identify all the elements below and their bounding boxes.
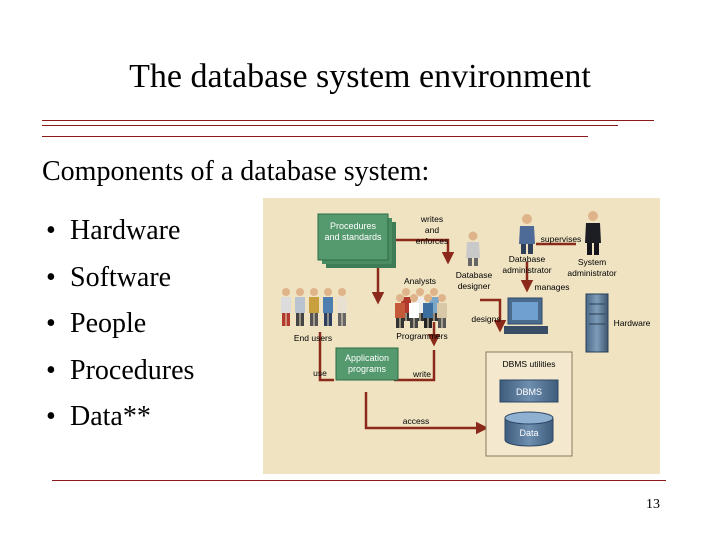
- bullet-text: People: [70, 308, 147, 339]
- bullet-text: Data**: [70, 401, 151, 432]
- analysts-label: Analysts: [404, 276, 436, 286]
- bullet-dot: •: [46, 215, 56, 246]
- bullet-text: Hardware: [70, 215, 181, 246]
- programmers-icon: [395, 294, 447, 328]
- end-users-icon: [281, 288, 347, 326]
- writes-enforces-label: and: [425, 225, 439, 235]
- writes-enforces-label: enforces: [416, 236, 449, 246]
- database-designer-icon: [466, 231, 480, 266]
- programmers-label: Programmers: [396, 331, 447, 341]
- title-underline: [42, 136, 588, 137]
- data-label: Data: [519, 428, 538, 438]
- app-programs-label: programs: [348, 364, 387, 374]
- bullet-text: Software: [70, 261, 172, 293]
- db-designer-label: Database: [456, 270, 493, 280]
- bullet-dot: •: [46, 354, 56, 386]
- manages-label: manages: [535, 282, 570, 292]
- database-cylinder-icon: [504, 411, 554, 447]
- designs-label: designs: [471, 314, 500, 324]
- title-underline: [42, 120, 654, 121]
- sys-admin-label: System: [578, 257, 606, 267]
- procedures-label: Procedures: [330, 221, 377, 231]
- app-programs-label: Application: [345, 353, 389, 363]
- access-label: access: [403, 416, 429, 426]
- end-users-label: End users: [294, 333, 332, 343]
- bullet-dot: •: [46, 401, 56, 432]
- footer-rule: [52, 480, 666, 481]
- supervises-label: supervises: [541, 234, 582, 244]
- procedures-label: and standards: [324, 232, 382, 242]
- page-number: 13: [646, 497, 660, 512]
- dbms-utilities-label: DBMS utilities: [503, 359, 556, 369]
- use-label: use: [313, 368, 327, 378]
- database-environment-diagram: Procedures and standards writes and enfo…: [263, 198, 660, 474]
- dbms-label: DBMS: [516, 387, 542, 397]
- server-hardware-icon: [585, 293, 609, 353]
- bullet-text: Procedures: [70, 354, 195, 386]
- connector-lines: [318, 238, 576, 435]
- db-designer-label: designer: [458, 281, 491, 291]
- system-administrator-icon: [585, 211, 601, 255]
- bullet-dot: •: [46, 308, 56, 339]
- hardware-label: Hardware: [614, 318, 651, 328]
- application-programs-box: Application programs: [335, 347, 399, 381]
- workstation-icon: [504, 297, 548, 334]
- db-admin-label: Database: [509, 254, 546, 264]
- subtitle: Components of a database system:: [42, 156, 430, 187]
- title-underline: [42, 125, 618, 126]
- sys-admin-label: administrator: [567, 268, 616, 278]
- write-label: write: [412, 369, 431, 379]
- database-administrator-icon: [519, 214, 535, 254]
- procedures-box: Procedures and standards: [317, 213, 396, 268]
- dbms-panel: DBMS utilities DBMS Data: [485, 351, 573, 457]
- slide-title: The database system environment: [129, 58, 591, 95]
- bullet-dot: •: [46, 261, 56, 293]
- db-admin-label: administrator: [502, 265, 551, 275]
- writes-enforces-label: writes: [420, 214, 443, 224]
